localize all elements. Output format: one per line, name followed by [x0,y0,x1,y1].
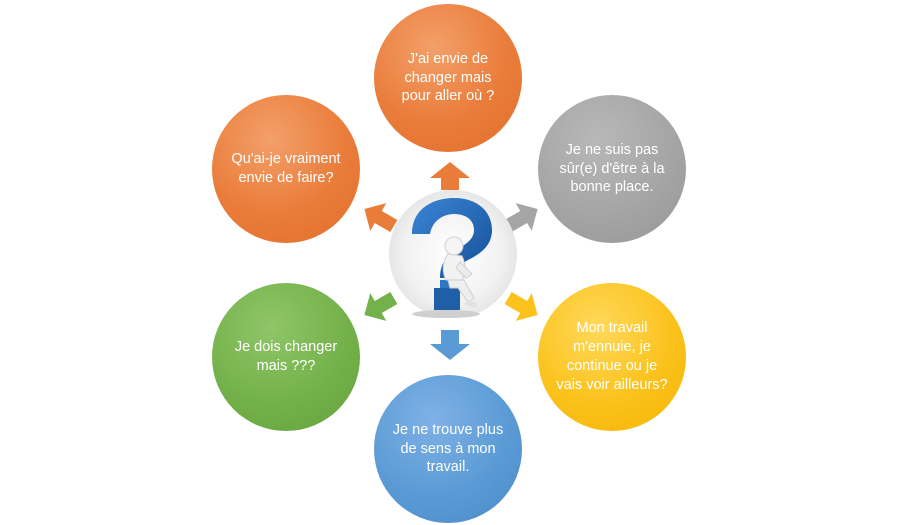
bubble-left-top-text: Qu'ai-je vraiment envie de faire? [231,151,341,186]
arrow-left-up-icon [364,203,398,233]
bubble-left-top: Qu'ai-je vraiment envie de faire? [212,95,360,243]
arrow-down-icon [430,330,470,360]
bubble-right-bottom: Mon travail m'ennuie, je continue ou je … [538,283,686,431]
arrow-up-icon [430,162,470,190]
bubble-left-bottom-text: Je dois changer mais ??? [234,339,338,374]
arrow-left-down-icon [364,291,398,321]
arrow-right-down-icon [504,291,538,321]
bubble-left-bottom: Je dois changer mais ??? [212,283,360,431]
bubble-right-bottom-text: Mon travail m'ennuie, je continue ou je … [556,320,668,393]
bubble-bottom-text: Je ne trouve plus de sens à mon travail. [392,421,504,476]
bubble-top: J'ai envie de changer mais pour aller où… [374,4,522,152]
arrow-right-up-icon [504,203,538,233]
bubble-right-top-text: Je ne suis pas sûr(e) d'être à la bonne … [559,141,665,196]
bubble-right-top: Je ne suis pas sûr(e) d'être à la bonne … [538,95,686,243]
bubble-bottom: Je ne trouve plus de sens à mon travail. [374,375,522,523]
thinking-person-question-mark-icon [389,190,517,318]
bubble-top-text: J'ai envie de changer mais pour aller où… [401,50,495,105]
